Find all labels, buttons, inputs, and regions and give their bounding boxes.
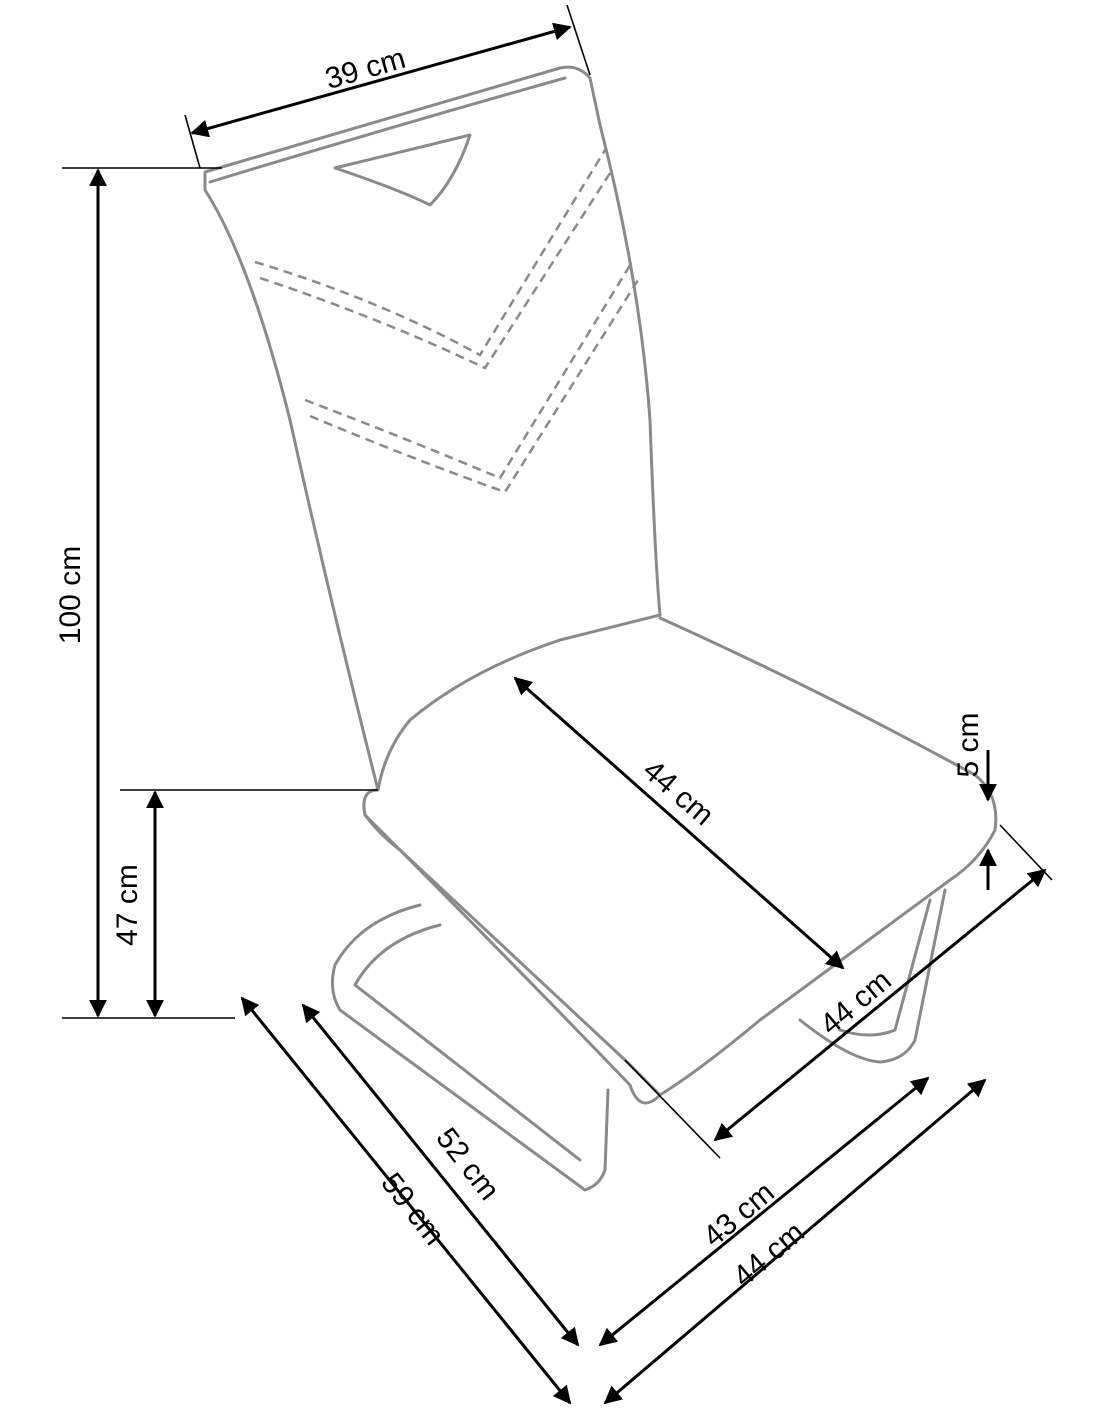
- label-base-depth-inner: 52 cm: [429, 1122, 505, 1207]
- label-seat-depth: 44 cm: [637, 754, 720, 833]
- stitching-lower: [304, 261, 634, 480]
- label-backrest-width: 39 cm: [322, 42, 410, 96]
- dim-44-depth: [513, 676, 845, 970]
- dim-59: [240, 996, 572, 1405]
- seat-front-edge: [363, 813, 662, 1097]
- label-total-depth: 59 cm: [374, 1167, 450, 1252]
- backrest-top-edge: [208, 76, 567, 184]
- dim-44-base: [603, 1078, 987, 1405]
- stitching-upper-2: [259, 169, 614, 370]
- label-seat-thickness: 5 cm: [952, 712, 985, 777]
- handle-cutout: [333, 133, 472, 207]
- backrest-outline: [203, 65, 662, 792]
- dim-44-width: [713, 868, 1047, 1142]
- label-total-height: 100 cm: [54, 546, 87, 644]
- dim-39: [190, 22, 572, 138]
- dim-52: [301, 1003, 580, 1347]
- dimension-labels: 39 cm 100 cm 47 cm 44 cm 5 cm 44 cm 52 c…: [54, 42, 985, 1294]
- stitching-upper: [254, 149, 607, 357]
- seat-outline: [362, 616, 998, 1105]
- label-seat-height: 47 cm: [111, 864, 144, 946]
- dimension-arrows: [89, 22, 1047, 1405]
- label-seat-width: 44 cm: [814, 964, 898, 1042]
- chair-illustration: [203, 65, 998, 1192]
- stitching-lower-2: [309, 279, 640, 494]
- frame-left: [330, 903, 610, 1192]
